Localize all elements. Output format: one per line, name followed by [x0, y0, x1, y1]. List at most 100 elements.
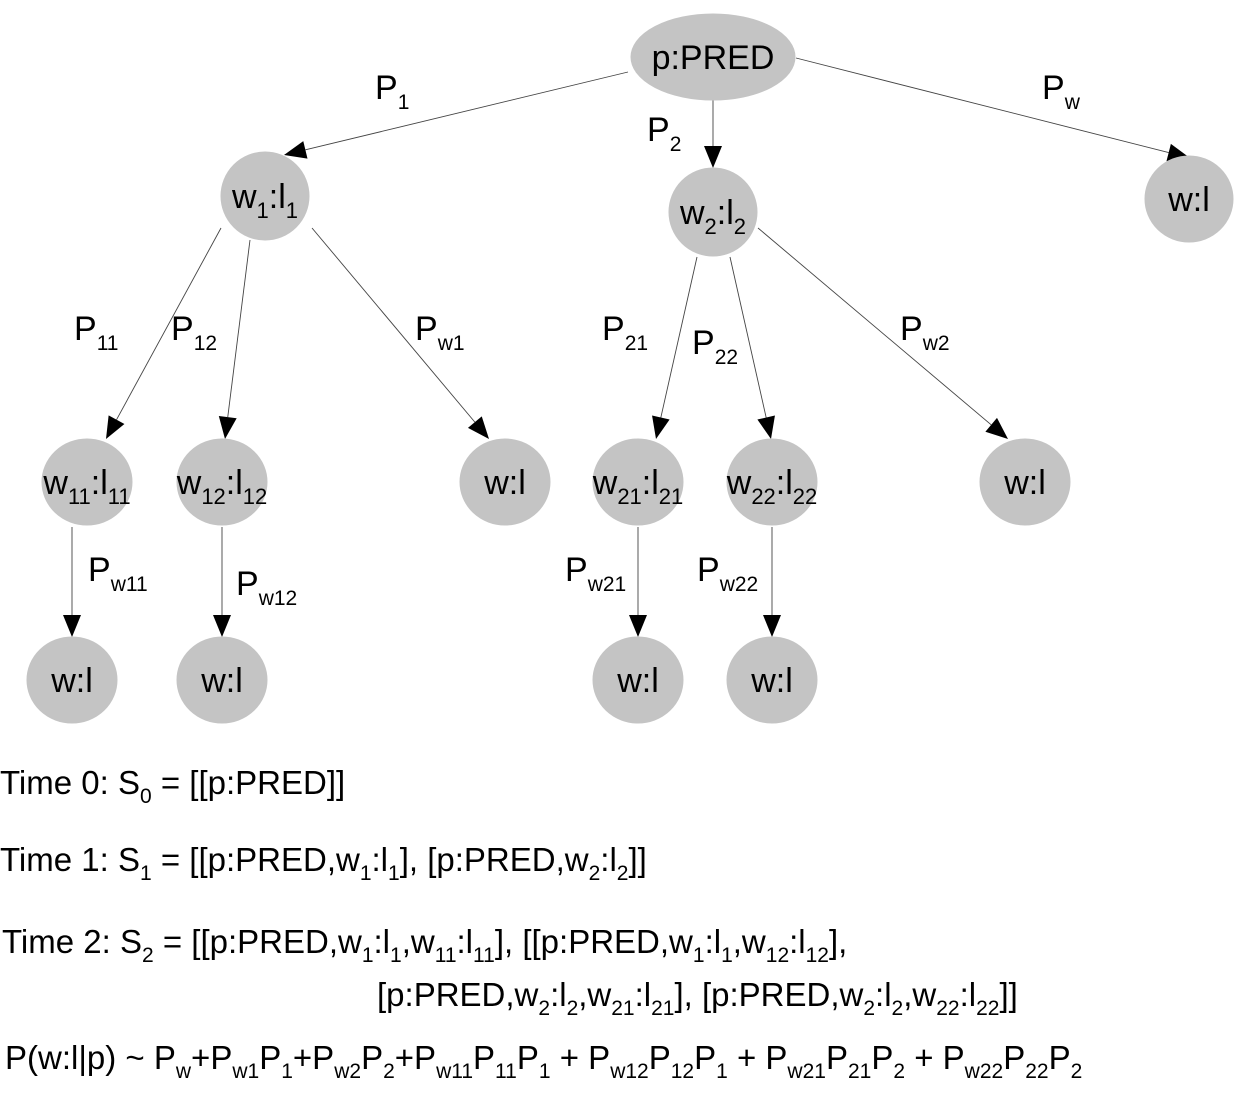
arrowhead-icon	[763, 615, 781, 637]
equation-text: = [[p:PRED]]	[151, 764, 346, 801]
label-text: w:l	[200, 662, 243, 700]
equation-text: ]]	[999, 976, 1018, 1013]
arrowhead-icon	[467, 416, 489, 439]
equation-text: Time 2: S	[2, 923, 142, 960]
equation-text: = [[p:PRED,w	[151, 841, 360, 878]
equation-subscript: 11	[434, 944, 457, 967]
equation-subscript: w21	[787, 1060, 826, 1083]
equation-text: ,w	[903, 976, 937, 1013]
equation-subscript: 2	[893, 1060, 906, 1083]
equation-text: + P	[550, 1039, 611, 1076]
arrowhead-icon	[652, 415, 670, 439]
label-text: w	[726, 464, 752, 502]
edge-label-w12l12-to-wl-w12: Pw12​	[236, 565, 297, 610]
equation-text: P	[516, 1039, 539, 1076]
node-label-wl-w21: w:l	[616, 662, 659, 700]
equation-subscript: 12	[670, 1060, 695, 1083]
equation-text: Time 1: S	[0, 841, 140, 878]
equation-text: P	[361, 1039, 384, 1076]
equation-subscript: 11	[473, 944, 495, 967]
equation-subscript: 1	[139, 862, 152, 885]
edge-label-w21l21-to-wl-w21: Pw21​	[565, 551, 626, 596]
label-subscript: 12	[194, 332, 217, 355]
label-text: P	[565, 551, 588, 589]
equation-text: :l	[371, 841, 389, 878]
node-label-wl-w12: w:l	[200, 662, 243, 700]
equation-text: [p:PRED,w	[377, 976, 539, 1013]
node-w1l1: w1​:l1​	[220, 151, 310, 241]
label-text: P	[88, 551, 111, 589]
edge-line	[116, 227, 222, 420]
node-pred: p:PRED	[630, 13, 796, 101]
arrowhead-icon	[106, 415, 125, 439]
edge-label-pred-to-w2l2: P2​	[647, 111, 681, 156]
label-subscript: 21	[625, 332, 648, 355]
equation-subscript: 1	[721, 944, 733, 967]
label-subscript: 2	[734, 214, 746, 239]
node-ellipse	[459, 438, 551, 526]
edge-w22l22-to-wl-w22	[763, 527, 781, 637]
label-text: w	[679, 194, 705, 232]
label-subscript: 1	[257, 198, 269, 223]
equation-subscript: 2	[538, 997, 551, 1020]
label-subscript: w1	[437, 332, 465, 355]
node-ellipse	[726, 438, 818, 526]
equation-subscript: 2	[141, 944, 154, 967]
edge-line	[305, 71, 629, 151]
edge-w1l1-to-w12l12	[218, 239, 251, 439]
equation-text: P(w:l|p) ~ P	[5, 1039, 176, 1076]
equation-subscript: 2	[1070, 1060, 1083, 1083]
equation-text: ,w	[732, 923, 766, 960]
node-label-w12l12: w12​:l12​	[176, 464, 268, 509]
equation-subscript: 1	[692, 944, 705, 967]
equation-subscript: 1	[359, 862, 372, 885]
label-text: :l	[642, 464, 659, 502]
equation-subscript: 2	[863, 997, 876, 1020]
node-ellipse	[592, 636, 684, 724]
label-subscript: 1	[398, 91, 410, 114]
node-wl-top: w:l	[1144, 155, 1234, 243]
equation-text: +P	[191, 1039, 233, 1076]
equation-subscript: 1	[538, 1060, 551, 1083]
equation-subscript: 2	[566, 997, 579, 1020]
equation-text: + P	[905, 1039, 965, 1076]
node-ellipse	[630, 13, 796, 101]
label-text: w:l	[750, 662, 793, 700]
equation-text: :l	[456, 923, 474, 960]
label-text: w:l	[1167, 181, 1210, 219]
edge-w1l1-to-wl-w1	[311, 227, 489, 439]
edge-label-w2l2-to-w21l21: P21​	[602, 310, 648, 355]
label-text: :l	[269, 178, 286, 216]
equation-text: ], [[p:PRED,w	[494, 923, 693, 960]
equation-text: ,w	[401, 923, 435, 960]
equation-subscript: 12	[805, 944, 829, 967]
label-text: P	[697, 551, 720, 589]
edge-w21l21-to-wl-w21	[629, 527, 647, 637]
equation-subscript: 2	[383, 1060, 395, 1083]
edge-label-w1l1-to-w12l12: P12​	[171, 310, 217, 355]
label-text: w:l	[1003, 464, 1046, 502]
equation-subscript: 1	[388, 862, 400, 885]
equation-subscript: 1	[390, 944, 402, 967]
arrowhead-icon	[629, 615, 647, 637]
node-ellipse	[41, 438, 133, 526]
edge-labels-layer: P1​P2​Pw​P11​P12​Pw1​P21​P22​Pw2​Pw11​Pw…	[74, 69, 1081, 610]
label-subscript: w2	[922, 332, 950, 355]
equation-subscript: 2	[891, 997, 904, 1020]
node-ellipse	[220, 151, 310, 241]
edge-label-w11l11-to-wl-w11: Pw11​	[88, 551, 148, 596]
edge-w2l2-to-wl-w2	[757, 227, 1008, 439]
arrowhead-icon	[704, 146, 722, 168]
node-label-wl-w11: w:l	[50, 662, 93, 700]
equation-probability: P(w:l|p) ~ Pw+Pw1P1+Pw2P2+Pw11P11P1 + Pw…	[5, 1039, 1082, 1082]
label-subscript: 11	[97, 332, 119, 355]
node-wl-w21: w:l	[592, 636, 684, 724]
label-subscript: w12	[258, 587, 298, 610]
label-text: :l	[776, 464, 793, 502]
label-subscript: 21	[659, 484, 683, 509]
label-subscript: 22	[793, 484, 817, 509]
equation-subscript: w22	[964, 1060, 1004, 1083]
label-text: P	[171, 310, 194, 348]
equation-time2-line1: Time 2: S2 = [[p:PRED,w1:l1,w11:l11], [[…	[2, 923, 847, 966]
equation-text: + P	[727, 1039, 788, 1076]
